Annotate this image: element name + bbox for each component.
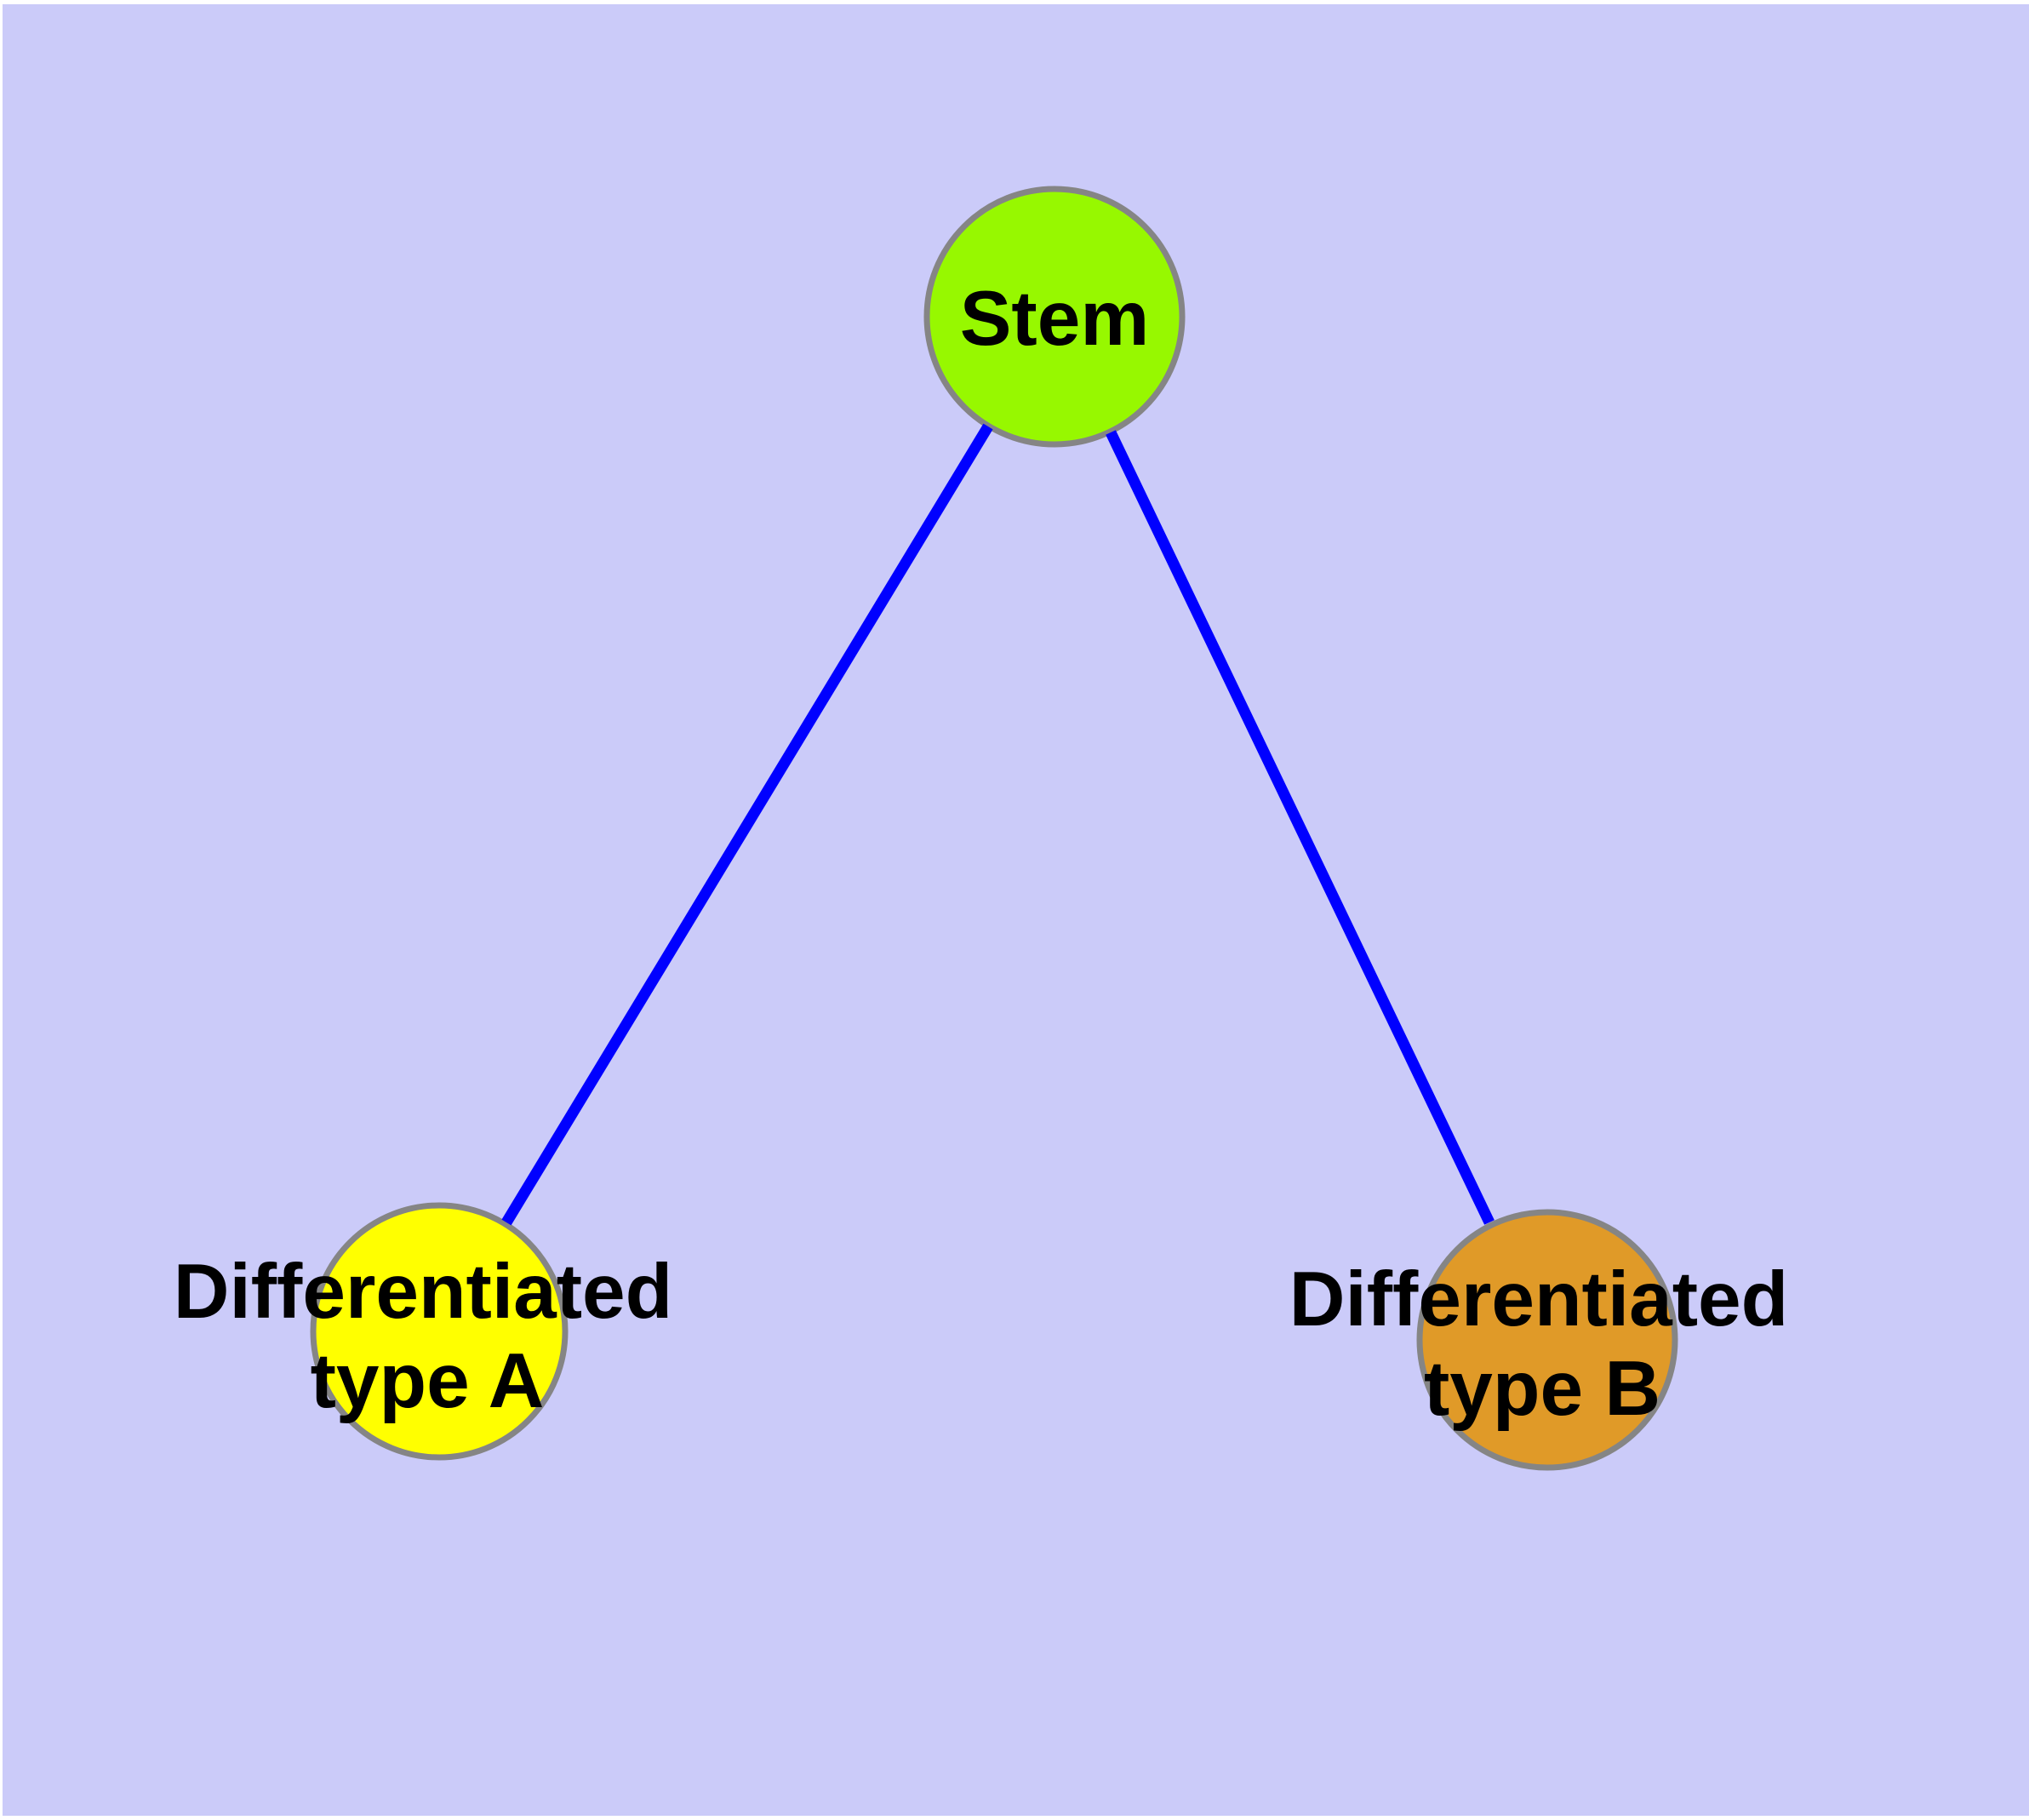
edges-layer xyxy=(501,423,1495,1226)
nodes-layer xyxy=(310,186,1678,1471)
node-type-a-circle xyxy=(310,1202,569,1461)
node-type-b-circle xyxy=(1416,1209,1678,1471)
node-type-b-label-line1: Differentiated xyxy=(1289,1256,1789,1342)
node-type-b-label-line2: type B xyxy=(1424,1346,1660,1432)
node-stem-circle xyxy=(923,186,1186,448)
labels-layer: Stem Differentiated type A Differentiate… xyxy=(174,276,1789,1432)
node-type-a-label-line1: Differentiated xyxy=(174,1249,673,1335)
edge-stem-to-type-b xyxy=(1106,430,1495,1225)
node-stem-label: Stem xyxy=(960,276,1150,362)
node-type-a-label-line2: type A xyxy=(311,1338,545,1424)
edge-stem-to-type-a xyxy=(501,423,993,1226)
